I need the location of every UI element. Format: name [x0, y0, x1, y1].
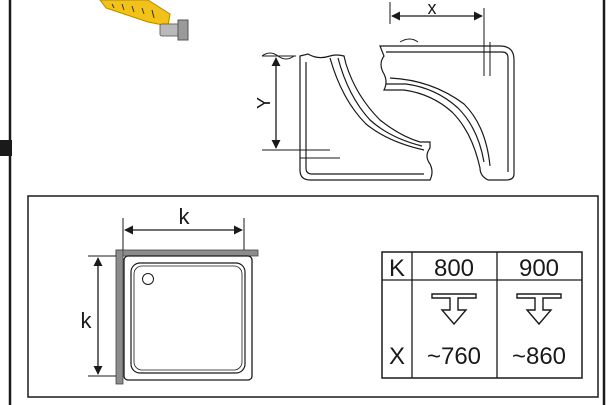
dimension-x-label: x	[428, 0, 437, 18]
k-value-1: 800	[434, 255, 474, 282]
dimension-k-side-label: k	[81, 308, 93, 333]
tape-measure-icon	[99, 0, 189, 41]
dimension-x: x	[389, 0, 491, 76]
downward-arrow-icon	[431, 293, 477, 326]
dimension-y: Y	[254, 55, 340, 159]
downward-arrow-icon	[516, 293, 562, 326]
wall-profile-side	[115, 249, 124, 385]
wall-profile-top	[115, 249, 259, 257]
dimension-k-top: k	[122, 204, 245, 250]
binding-marker	[0, 140, 12, 156]
k-header: K	[389, 255, 405, 282]
x-header: X	[389, 343, 405, 370]
square-tray-diagram	[115, 249, 259, 385]
dimension-k-side: k	[81, 255, 116, 377]
sizing-panel	[27, 195, 599, 398]
x-value-2: ~860	[512, 343, 566, 370]
drain-hole	[142, 273, 154, 285]
x-value-1: ~760	[427, 343, 481, 370]
size-table: K X 800 900 ~760 ~860	[381, 251, 583, 379]
quadrant-tray-diagram	[261, 38, 515, 181]
dimension-y-label: Y	[254, 97, 274, 109]
k-value-2: 900	[519, 255, 559, 282]
dimension-k-top-label: k	[179, 204, 191, 229]
